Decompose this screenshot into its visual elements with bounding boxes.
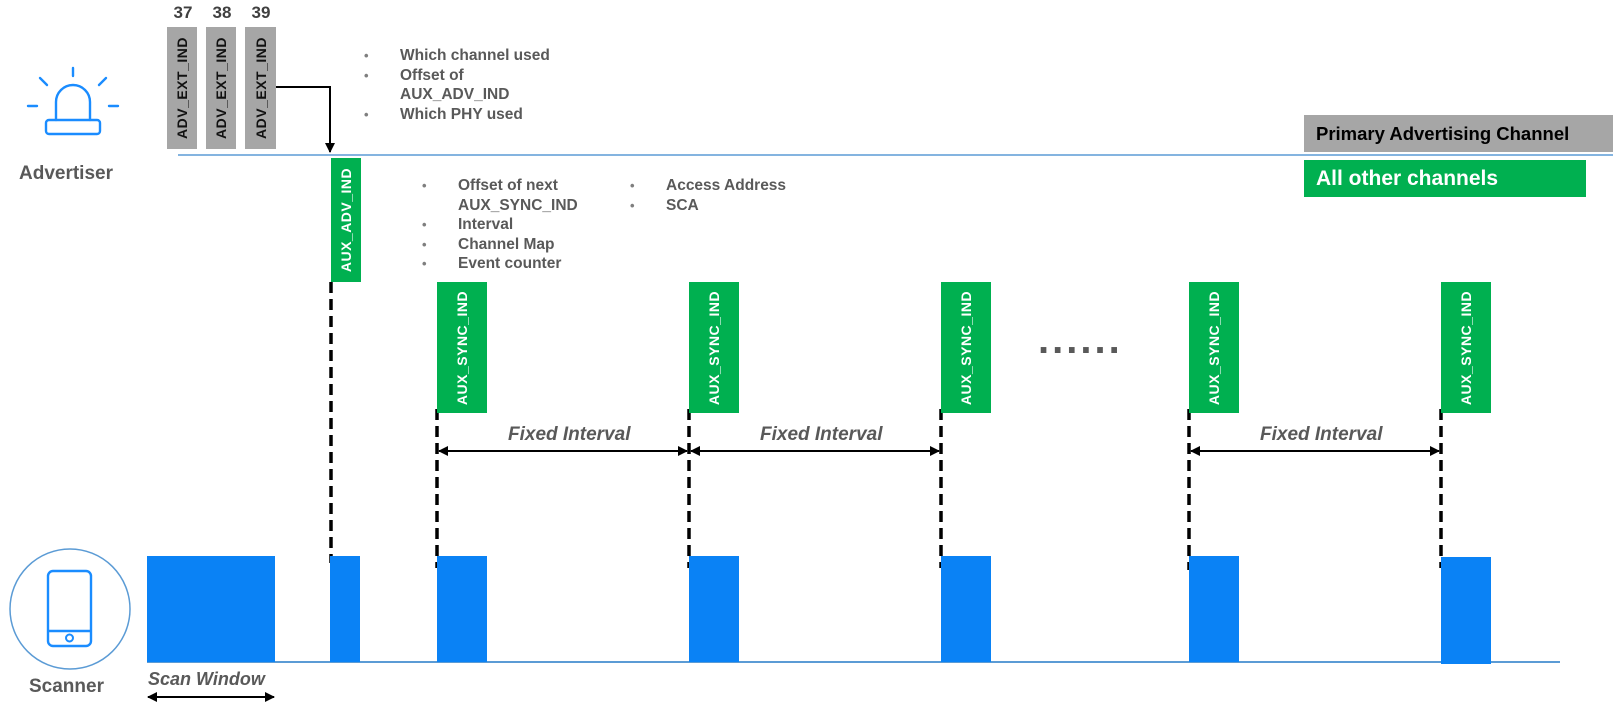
scan-window-block [941, 556, 991, 662]
aux-sync-ind-label: AUX_SYNC_IND [958, 290, 974, 405]
aux-adv-ind-label: AUX_ADV_IND [338, 167, 354, 273]
dashed-drop-lines [329, 282, 1443, 570]
legend-other-channels: All other channels [1304, 160, 1586, 197]
scan-window-block [1441, 557, 1491, 664]
legend-primary-label: Primary Advertising Channel [1316, 122, 1570, 144]
advertiser-label: Advertiser [19, 163, 113, 184]
scan-window-block [437, 556, 487, 662]
siren-icon [26, 66, 120, 136]
adv-ext-ind-label: ADV_EXT_IND [174, 37, 190, 139]
adv-ext-ind-ch37: ADV_EXT_IND [167, 27, 197, 149]
adv-ext-ind-label: ADV_EXT_IND [213, 37, 229, 139]
legend-primary-channel: Primary Advertising Channel [1304, 115, 1613, 152]
note-sca: SCA [630, 196, 850, 216]
fixed-interval-label: Fixed Interval [760, 424, 883, 445]
aux-sync-ind-packet: AUX_SYNC_IND [689, 282, 739, 413]
aux-sync-ind-label: AUX_SYNC_IND [1458, 290, 1474, 405]
channel-37-number: 37 [173, 3, 193, 22]
channel-38-number: 38 [212, 3, 232, 22]
aux-sync-ind-packet: AUX_SYNC_IND [1441, 282, 1491, 413]
scanner-label: Scanner [29, 676, 104, 697]
scan-window-block [330, 556, 360, 662]
fixed-interval-label: Fixed Interval [1260, 424, 1383, 445]
aux-sync-ind-label: AUX_SYNC_IND [454, 290, 470, 405]
note-channel-map: Channel Map [422, 235, 642, 255]
scan-window-label: Scan Window [148, 669, 265, 689]
note-offset-next-sync: Offset of next AUX_SYNC_IND [422, 176, 642, 215]
aux-sync-ind-packet: AUX_SYNC_IND [941, 282, 991, 413]
adv-ext-ind-ch39: ADV_EXT_IND [245, 27, 276, 149]
adv-ext-to-aux-adv-connector [276, 86, 335, 153]
aux-adv-ind-notes-left: Offset of next AUX_SYNC_IND Interval Cha… [422, 176, 642, 274]
note-offset-aux-adv: Offset of AUX_ADV_IND [364, 66, 604, 105]
channel-39-number: 39 [251, 3, 271, 22]
scan-window-block [147, 556, 275, 662]
aux-adv-ind-packet: AUX_ADV_IND [331, 158, 361, 282]
aux-sync-ind-label: AUX_SYNC_IND [1206, 290, 1222, 405]
adv-ext-ind-label: ADV_EXT_IND [252, 37, 269, 139]
aux-sync-ind-packet: AUX_SYNC_IND [437, 282, 487, 413]
note-access-address: Access Address [630, 176, 850, 196]
legend-other-label: All other channels [1316, 166, 1499, 190]
scan-window-block [1189, 556, 1239, 662]
continuation-ellipsis: ...... [1038, 318, 1123, 362]
aux-adv-ind-notes-right: Access Address SCA [630, 176, 850, 215]
adv-ext-ind-ch38: ADV_EXT_IND [206, 27, 236, 149]
note-which-channel: Which channel used [364, 46, 604, 66]
note-interval: Interval [422, 215, 642, 235]
scan-window-block [689, 556, 739, 662]
aux-sync-ind-packet: AUX_SYNC_IND [1189, 282, 1239, 413]
adv-ext-ind-notes: Which channel used Offset of AUX_ADV_IND… [364, 46, 604, 124]
aux-sync-ind-label: AUX_SYNC_IND [706, 290, 722, 405]
fixed-interval-label: Fixed Interval [508, 424, 631, 445]
smartphone-icon [9, 548, 131, 670]
note-event-counter: Event counter [422, 254, 642, 274]
note-which-phy: Which PHY used [364, 105, 604, 125]
